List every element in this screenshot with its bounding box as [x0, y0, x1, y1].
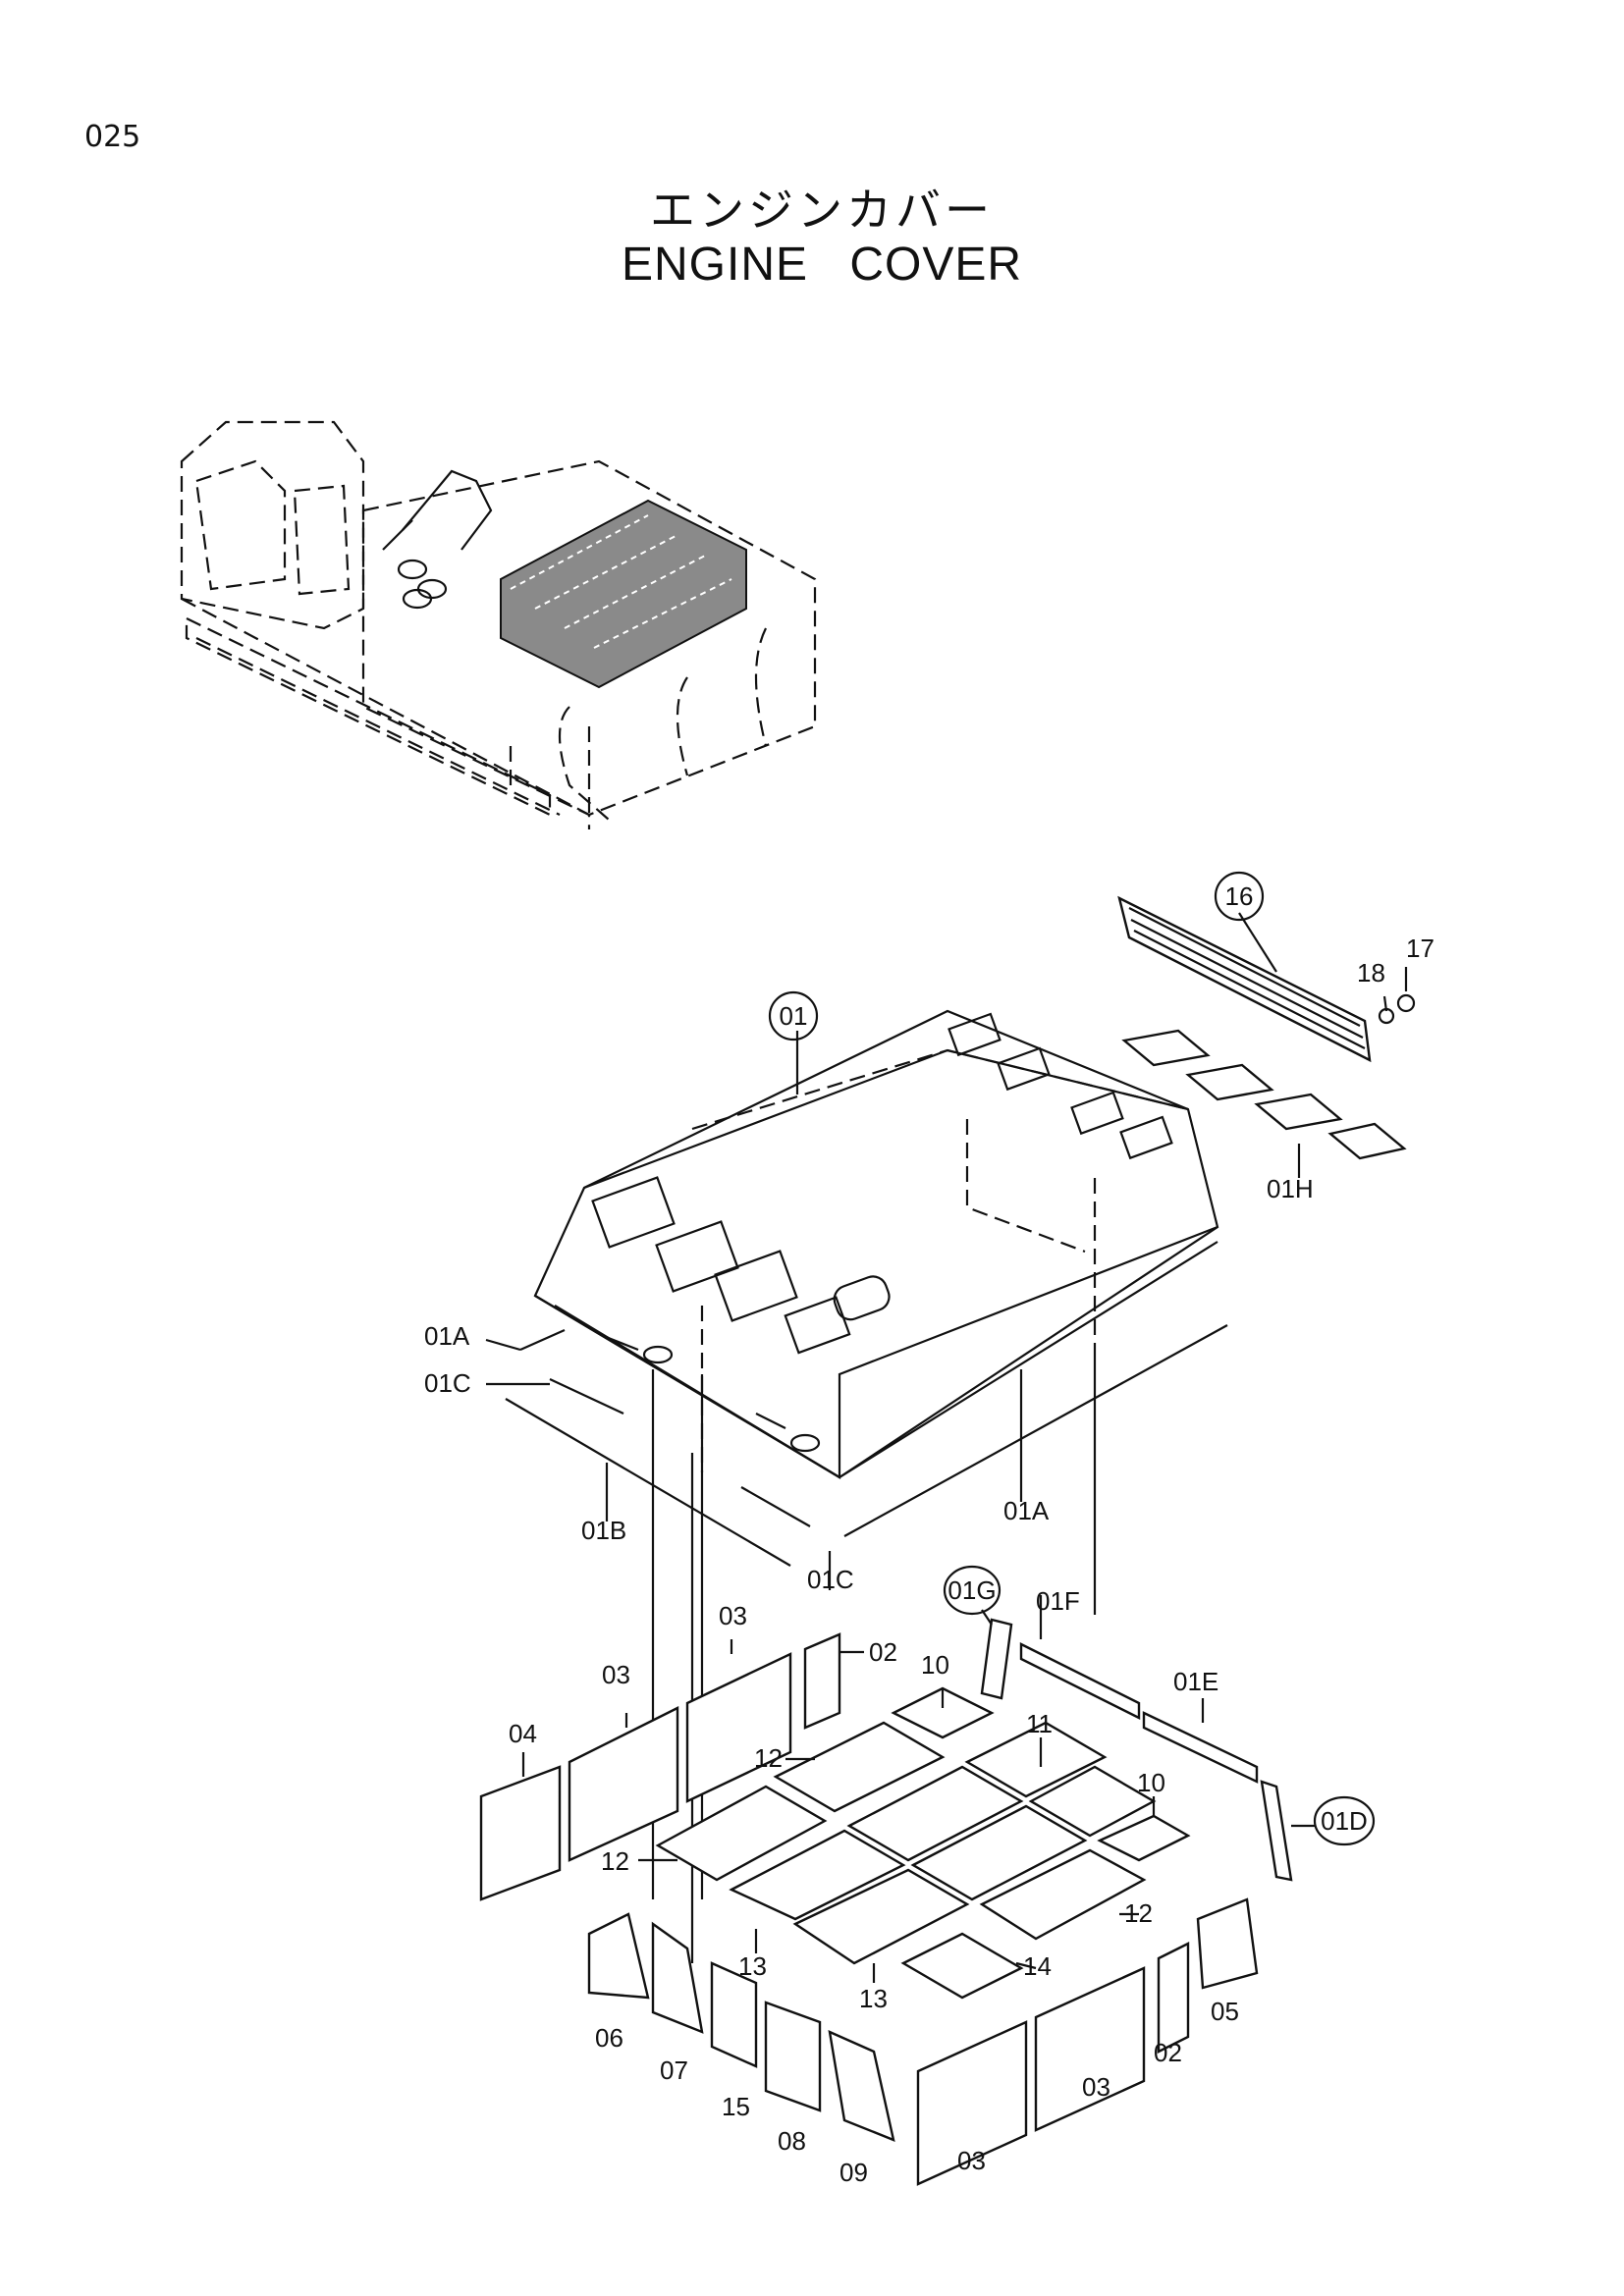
label-01C-right: 01C: [807, 1565, 854, 1594]
label-10-b: 10: [1137, 1768, 1165, 1797]
label-04: 04: [509, 1719, 537, 1748]
label-01D: 01D: [1321, 1806, 1368, 1836]
machine-overview-illustration: [180, 420, 817, 829]
label-12-a: 12: [754, 1743, 783, 1773]
label-01: 01: [780, 1001, 808, 1031]
label-16: 16: [1225, 881, 1254, 911]
leader-lines: [485, 912, 1408, 1983]
label-01H: 01H: [1267, 1174, 1314, 1203]
label-01A-right: 01A: [1003, 1496, 1050, 1525]
label-08: 08: [778, 2126, 806, 2156]
label-07: 07: [660, 2056, 688, 2085]
label-03-c: 03: [1082, 2072, 1110, 2102]
callout-circle-01G: [943, 1565, 1001, 1616]
label-02-top: 02: [869, 1637, 897, 1667]
label-02-bottom: 02: [1154, 2038, 1182, 2067]
label-12-c: 12: [1124, 1898, 1153, 1928]
label-15: 15: [722, 2092, 750, 2121]
under-panels: [479, 1632, 1259, 2186]
label-09: 09: [839, 2158, 868, 2187]
label-01A-left: 01A: [424, 1321, 470, 1351]
label-10-a: 10: [921, 1650, 949, 1680]
label-01G: 01G: [947, 1575, 996, 1605]
label-12-b: 12: [601, 1846, 629, 1876]
title-japanese: エンジンカバー: [650, 184, 994, 237]
label-01B: 01B: [581, 1516, 626, 1545]
alignment-lines: [651, 1119, 1097, 1963]
label-03-a: 03: [719, 1601, 747, 1630]
label-05: 05: [1211, 1997, 1239, 2026]
brackets-and-bars: [980, 1618, 1293, 1882]
label-18: 18: [1357, 958, 1385, 988]
circled-callouts: [768, 871, 1376, 1846]
label-03-b: 03: [602, 1660, 630, 1689]
label-01F: 01F: [1036, 1586, 1080, 1616]
callout-circle-01D: [1313, 1795, 1376, 1846]
label-11: 11: [1026, 1709, 1053, 1738]
label-03-d: 03: [957, 2146, 986, 2175]
label-01C-left: 01C: [424, 1368, 471, 1398]
seal-strips: [505, 1324, 1228, 1567]
label-13-a: 13: [738, 1951, 767, 1981]
label-17: 17: [1406, 934, 1435, 963]
label-06: 06: [595, 2023, 623, 2053]
callout-circle-01: [768, 990, 819, 1041]
title-english: ENGINE COVER: [621, 239, 1023, 291]
label-14: 14: [1023, 1951, 1052, 1981]
callout-labels: 01 16 17 18 01H 01A 01C 01B 01A 01C 01G …: [424, 881, 1435, 2187]
page-number: 025: [84, 120, 141, 154]
label-13-b: 13: [859, 1984, 888, 2013]
label-01E: 01E: [1173, 1667, 1218, 1696]
grille-and-hinges: [1117, 895, 1416, 1160]
callout-circle-16: [1214, 871, 1265, 922]
engine-cover-assembly: [533, 1009, 1219, 1479]
